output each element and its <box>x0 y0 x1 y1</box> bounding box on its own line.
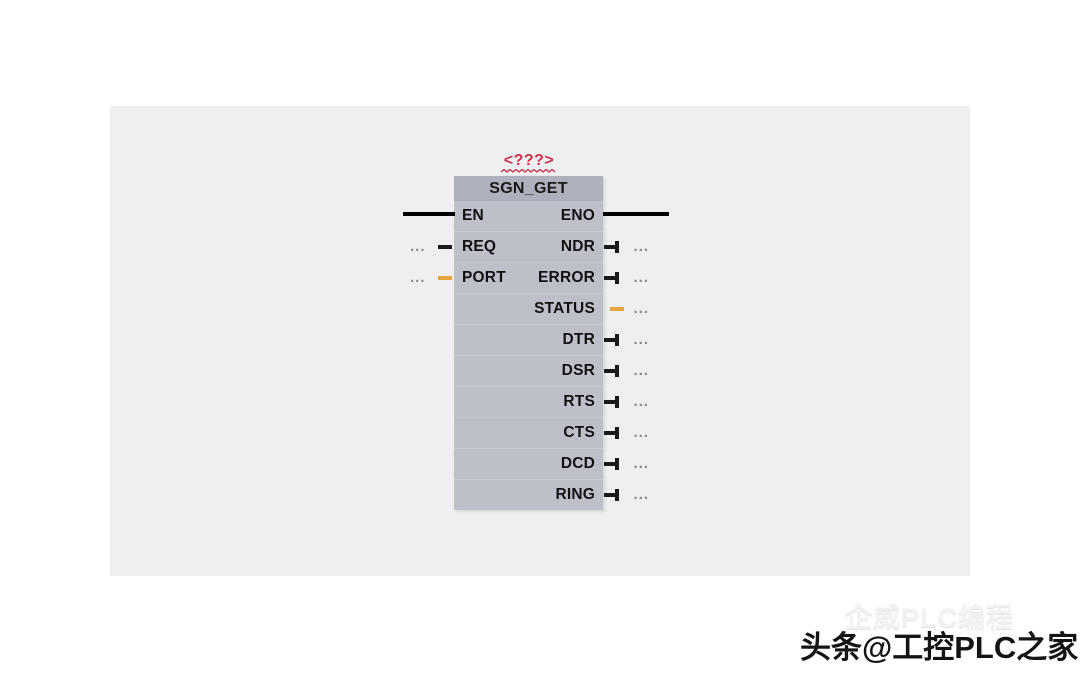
input-connector-port <box>438 276 452 280</box>
eno-output-wire[interactable] <box>603 212 669 216</box>
block-instance-placeholder-text: <???> <box>503 152 555 169</box>
pin-row-ring: RING ... <box>454 480 648 510</box>
function-block-body: EN ENO ... REQ NDR ... ... <box>403 201 669 510</box>
output-connector-dsr <box>604 365 622 377</box>
pin-row-dtr: DTR ... <box>454 325 648 356</box>
lad-network-panel: <???> SGN_GET EN ENO ... R <box>110 106 970 576</box>
output-connector-status <box>610 307 624 311</box>
pin-label-rts[interactable]: RTS <box>563 393 595 410</box>
pin-label-status[interactable]: STATUS <box>534 300 595 317</box>
pin-label-error[interactable]: ERROR <box>538 269 595 286</box>
pin-row-dcd: DCD ... <box>454 449 648 480</box>
input-operand-req[interactable]: ... <box>410 238 426 255</box>
output-operand-error[interactable]: ... <box>633 269 649 286</box>
output-connector-dcd <box>604 458 622 470</box>
pin-row-port-error: ... PORT ERROR ... <box>410 263 648 294</box>
input-operand-port[interactable]: ... <box>410 269 426 286</box>
pin-row-dsr: DSR ... <box>454 356 648 387</box>
output-connector-dtr <box>604 334 622 346</box>
pin-label-ring[interactable]: RING <box>555 486 595 503</box>
output-operand-ndr[interactable]: ... <box>633 238 649 255</box>
pin-label-eno[interactable]: ENO <box>560 207 595 224</box>
output-operand-ring[interactable]: ... <box>633 486 649 503</box>
pin-row-req-ndr: ... REQ NDR ... <box>410 232 648 263</box>
error-squiggle-underline <box>501 169 556 173</box>
output-connector-error <box>604 272 622 284</box>
function-block-sgn-get[interactable]: SGN_GET EN ENO ... REQ NDR <box>403 176 669 510</box>
output-operand-cts[interactable]: ... <box>633 424 649 441</box>
output-operand-rts[interactable]: ... <box>633 393 649 410</box>
function-block-title: SGN_GET <box>454 176 603 201</box>
pin-label-req[interactable]: REQ <box>462 238 497 255</box>
watermark-primary: 头条@工控PLC之家 <box>800 630 1079 665</box>
pin-row-en-eno: EN ENO <box>403 201 669 232</box>
en-power-rail-wire[interactable] <box>403 212 455 216</box>
output-operand-dtr[interactable]: ... <box>633 331 649 348</box>
pin-label-dtr[interactable]: DTR <box>562 331 595 348</box>
output-operand-status[interactable]: ... <box>633 300 649 317</box>
pin-label-dsr[interactable]: DSR <box>561 362 595 379</box>
pin-label-en[interactable]: EN <box>462 207 484 224</box>
output-operand-dcd[interactable]: ... <box>633 455 649 472</box>
output-connector-rts <box>604 396 622 408</box>
output-connector-ndr <box>604 241 622 253</box>
pin-label-cts[interactable]: CTS <box>563 424 595 441</box>
block-instance-placeholder[interactable]: <???> <box>454 152 604 173</box>
output-operand-dsr[interactable]: ... <box>633 362 649 379</box>
function-block-area: <???> SGN_GET EN ENO ... R <box>110 106 970 576</box>
pin-row-status: STATUS ... <box>454 294 648 325</box>
pin-row-rts: RTS ... <box>454 387 648 418</box>
pin-row-cts: CTS ... <box>454 418 648 449</box>
output-connector-ring <box>604 489 622 501</box>
input-connector-req <box>438 245 452 249</box>
pin-label-ndr[interactable]: NDR <box>560 238 595 255</box>
pin-label-port[interactable]: PORT <box>462 269 506 286</box>
output-connector-cts <box>604 427 622 439</box>
pin-label-dcd[interactable]: DCD <box>560 455 595 472</box>
watermark-secondary: 企威PLC编程 <box>845 603 1014 633</box>
